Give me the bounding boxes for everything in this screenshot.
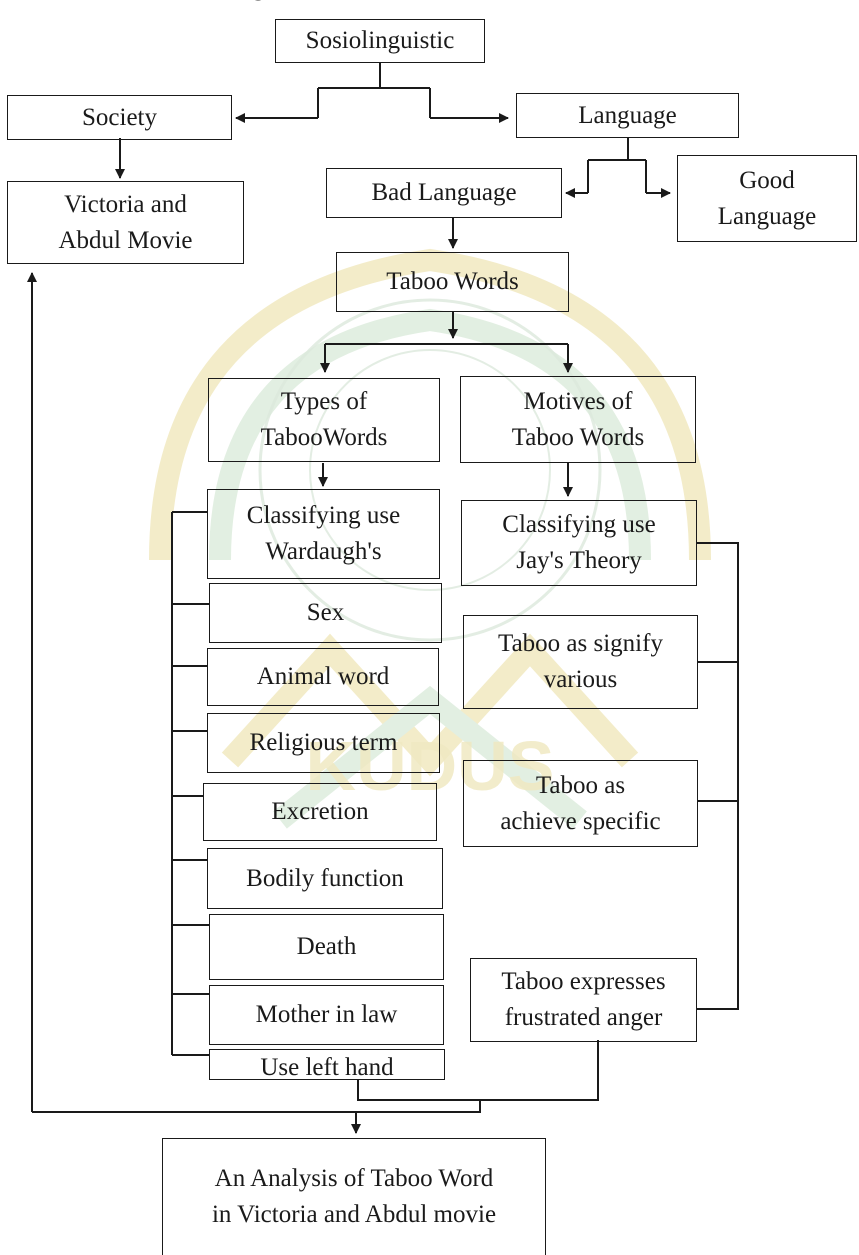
node-sex: Sex	[209, 583, 442, 643]
node-sociolinguistic: Sosiolinguistic	[275, 19, 485, 63]
node-bad-language: Bad Language	[326, 168, 562, 218]
node-taboo-achieve-specific: Taboo as achieve specific	[463, 760, 698, 847]
node-good-language: Good Language	[677, 155, 857, 242]
node-use-left-hand: Use left hand	[209, 1049, 445, 1081]
node-animal-word: Animal word	[207, 648, 439, 706]
node-religious-term: Religious term	[207, 713, 440, 773]
node-language: Language	[516, 93, 739, 138]
node-mother-in-law: Mother in law	[209, 985, 444, 1045]
node-victoria-abdul-movie: Victoria and Abdul Movie	[7, 181, 244, 264]
node-society: Society	[7, 95, 232, 140]
cropped-heading: g	[252, 0, 265, 2]
node-classifying-jay: Classifying use Jay's Theory	[461, 500, 697, 586]
node-taboo-words: Taboo Words	[336, 252, 569, 312]
node-analysis: An Analysis of Taboo Word in Victoria an…	[162, 1138, 546, 1255]
node-taboo-signify-various: Taboo as signify various	[463, 615, 698, 709]
node-classifying-wardaugh: Classifying use Wardaugh's	[207, 489, 440, 579]
watermark-logo-text: KUDUS	[306, 727, 555, 805]
node-death: Death	[209, 914, 444, 980]
node-bodily-function: Bodily function	[207, 848, 443, 909]
node-motives-of-taboo-words: Motives of Taboo Words	[460, 376, 696, 463]
node-excretion: Excretion	[203, 783, 437, 841]
node-taboo-frustrated-anger: Taboo expresses frustrated anger	[470, 958, 697, 1042]
node-types-of-taboo-words: Types of TabooWords	[208, 378, 440, 462]
